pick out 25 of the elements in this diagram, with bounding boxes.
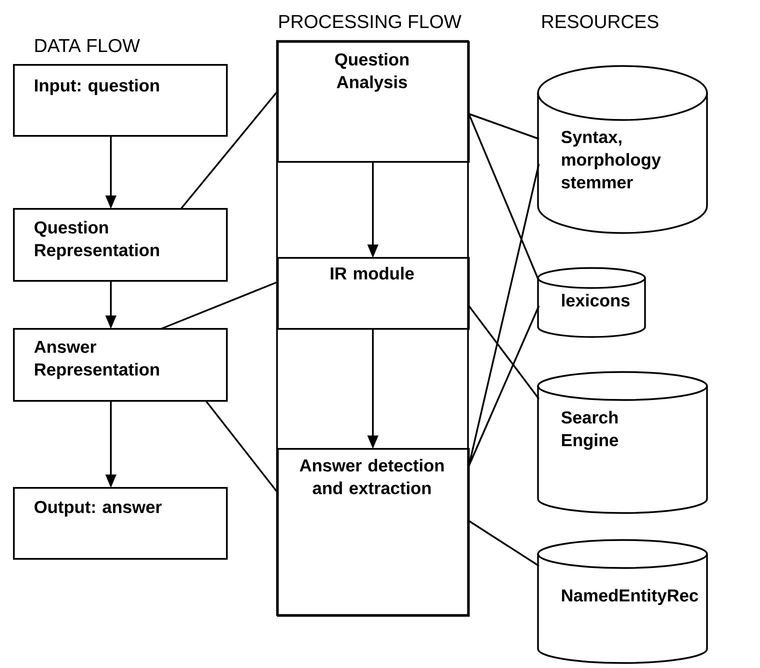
data-box: Question Representation	[13, 208, 228, 282]
connector-line	[468, 520, 540, 567]
node-label: NamedEntityRec	[562, 588, 698, 606]
connector-line	[180, 90, 279, 210]
database-cylinder: Search Engine	[537, 371, 708, 514]
connector-line	[468, 305, 540, 400]
database-cylinder: lexicons	[537, 267, 646, 338]
connector-line	[468, 114, 540, 282]
data-box: Input: question	[13, 64, 228, 137]
node-label: Search Engine	[561, 410, 618, 450]
process-box: Answer detection and extraction	[277, 448, 470, 617]
connector-line	[205, 400, 279, 494]
connector-line	[468, 306, 540, 466]
process-box: Question Analysis	[277, 41, 470, 163]
database-cylinder: NamedEntityRec	[537, 539, 708, 664]
database-cylinder: Syntax, morphology stemmer	[537, 65, 708, 234]
connector-line	[468, 113, 540, 140]
connector-line	[160, 281, 278, 330]
data-box: Answer Representation	[13, 328, 228, 402]
data-box: Output: answer	[13, 487, 228, 560]
node-label: lexicons	[562, 294, 630, 307]
section-heading: RESOURCES	[542, 14, 658, 28]
process-box: IR module	[277, 257, 470, 330]
node-label: Syntax, morphology stemmer	[561, 130, 661, 188]
connector-line	[468, 164, 540, 466]
